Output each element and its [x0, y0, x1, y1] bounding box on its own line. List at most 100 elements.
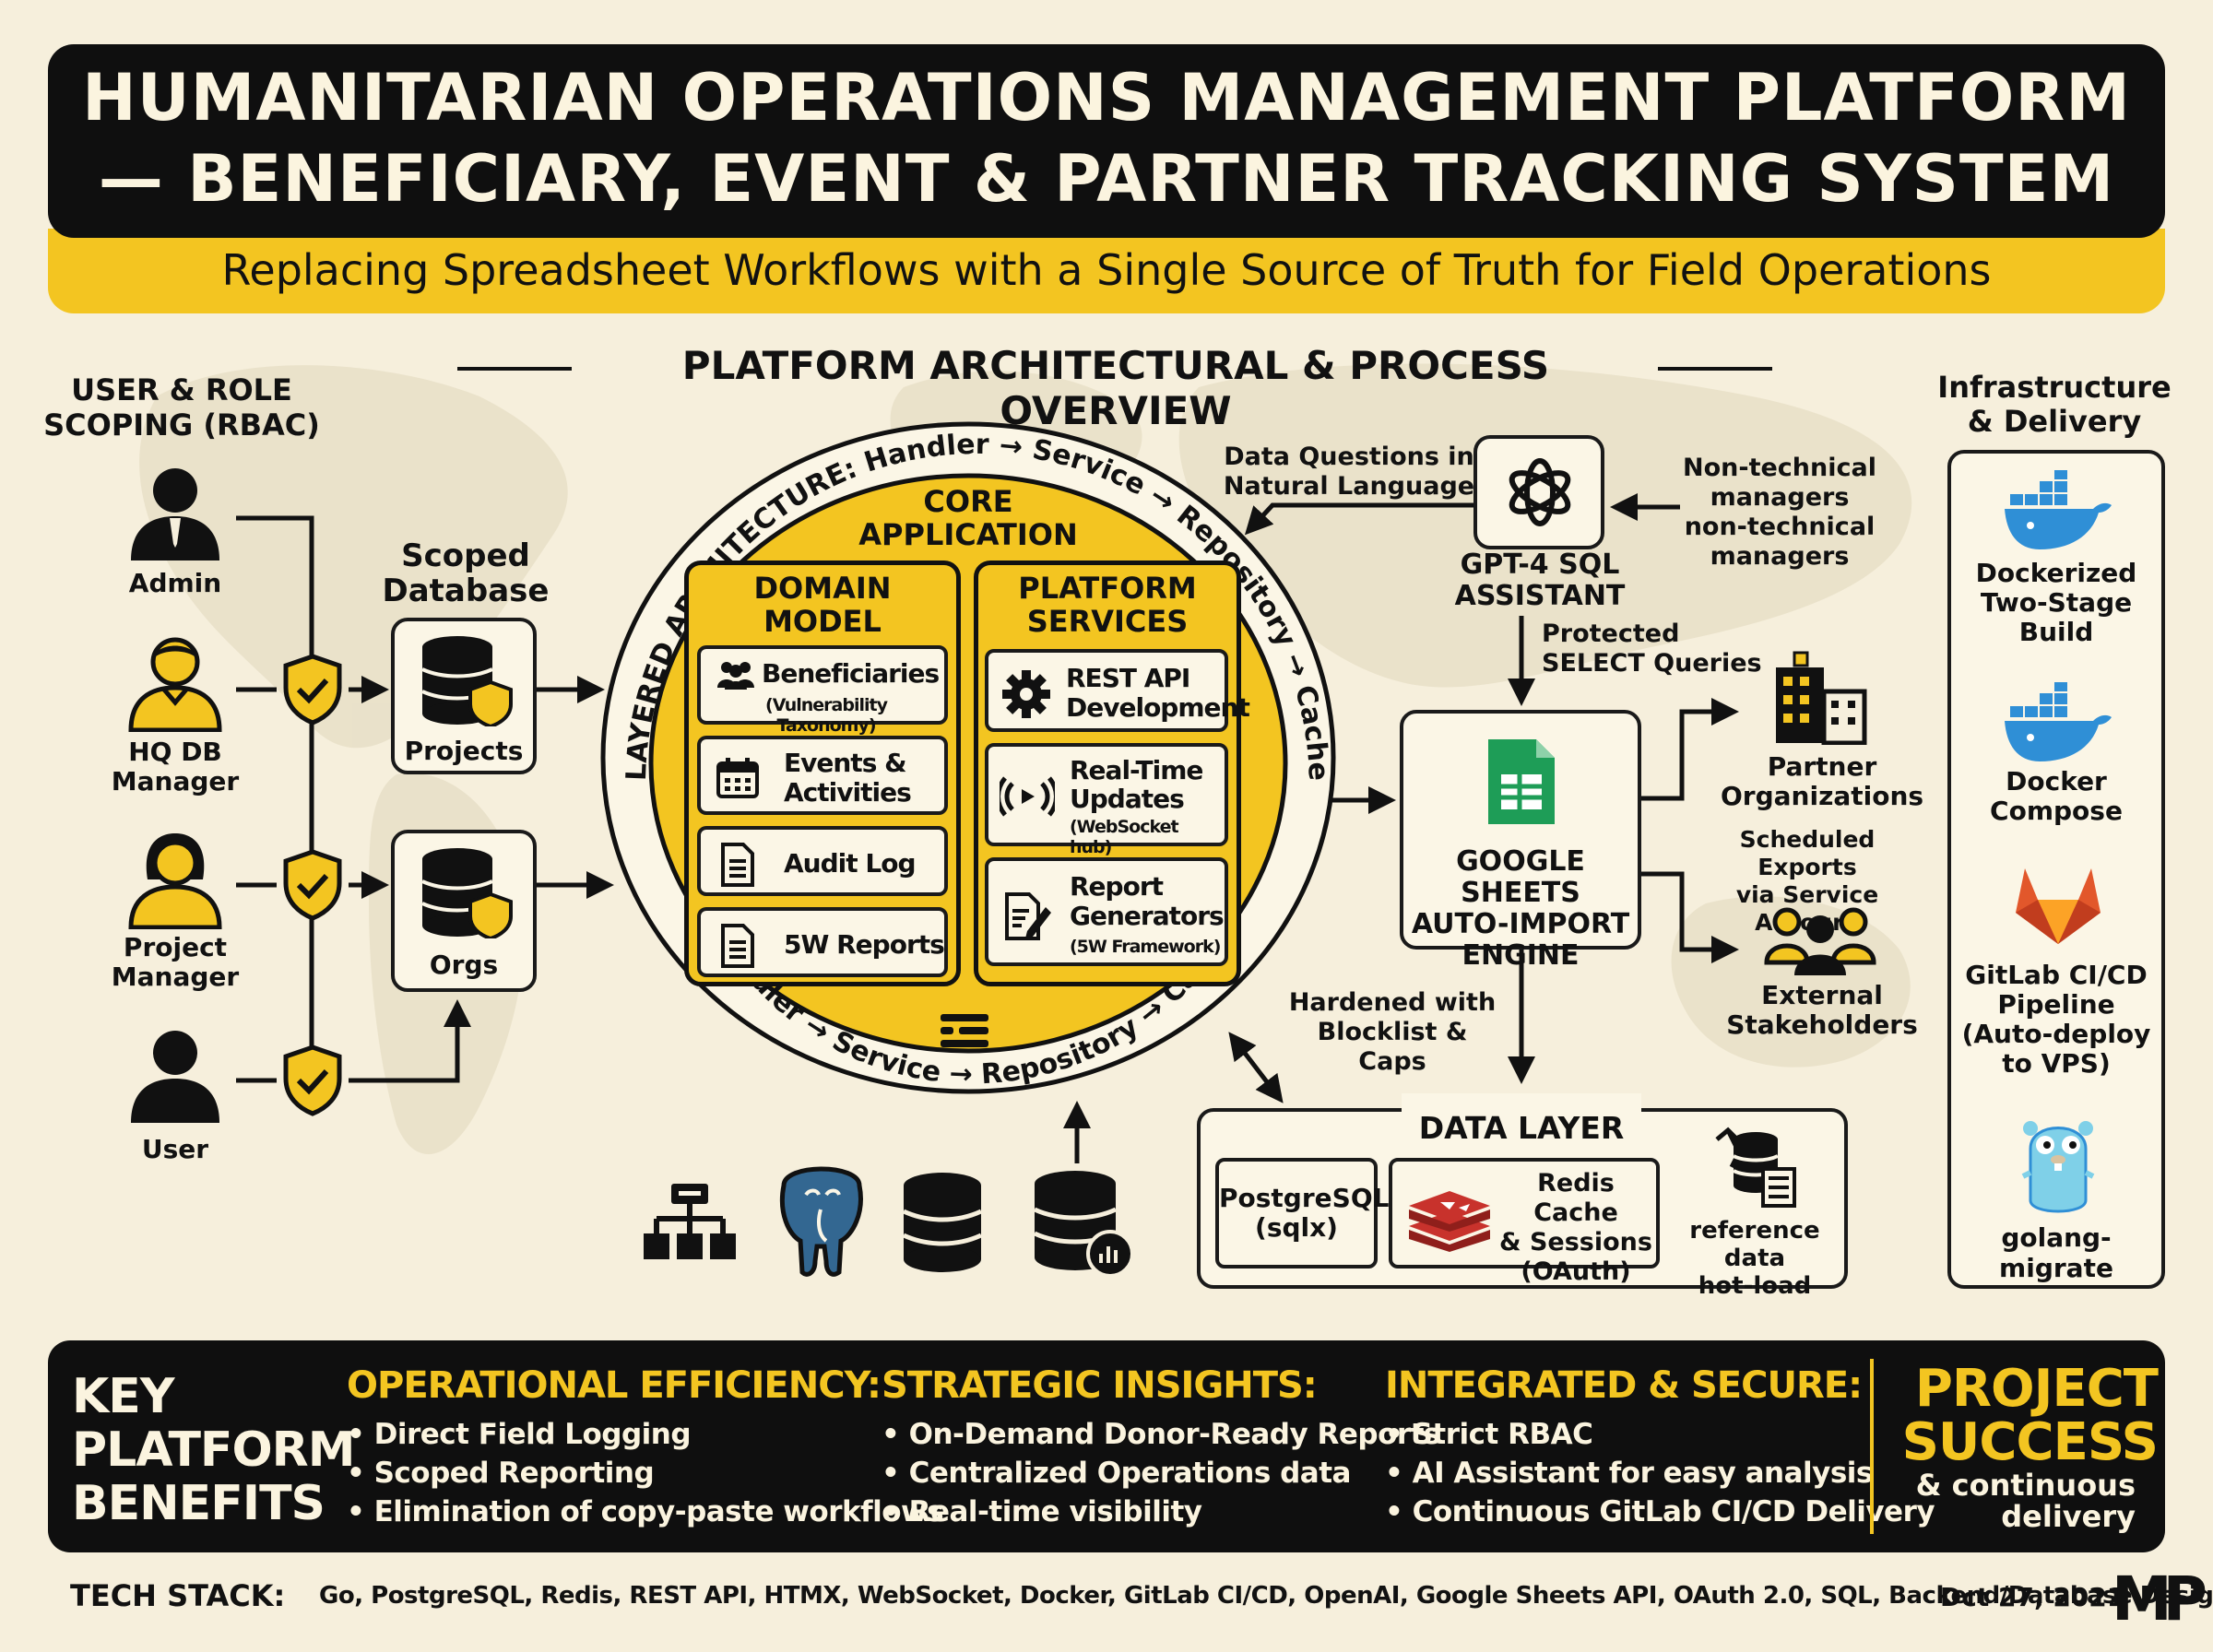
protected-line-1: Protected [1542, 620, 1680, 648]
role-label-admin: Admin [128, 568, 222, 598]
tech-stack-label: TECH STACK: [70, 1578, 286, 1613]
rbac-title-line-1: USER & ROLE [71, 372, 292, 407]
redis-line-3: (OAuth) [1521, 1257, 1631, 1286]
benefit-col-1-item-3: • Elimination of copy-paste workflows [347, 1495, 944, 1528]
ref-line-1: reference data [1689, 1217, 1820, 1272]
redis-card: Redis Cache & Sessions (OAuth) [1389, 1158, 1660, 1286]
rbac-title-line-2: SCOPING (RBAC) [43, 407, 320, 442]
data-questions-label: Data Questions in Natural Language [1215, 442, 1483, 502]
page-title: HUMANITARIAN OPERATIONS MANAGEMENT PLATF… [48, 57, 2165, 219]
domain-item-events-line-1: Events & [784, 748, 907, 778]
infra-gitlab-line-3: (Auto-deploy [1961, 1019, 2151, 1049]
benefits-label: KEY PLATFORM BENEFITS [72, 1369, 355, 1530]
exports-line-1: Scheduled Exports [1739, 826, 1876, 880]
platform-report-sub: (5W Framework) [1070, 937, 1221, 957]
report-icon [721, 924, 754, 968]
google-sheets-engine-card: GOOGLE SHEETS AUTO-IMPORT ENGINE [1400, 710, 1641, 972]
benefit-col-2-head: STRATEGIC INSIGHTS: [882, 1364, 1318, 1407]
platform-item-rest-api: REST API Development [985, 649, 1250, 732]
role-label-hq-manager: HQ DB Manager [92, 738, 258, 796]
gpt-logo-card [1473, 435, 1604, 549]
benefit-col-3-item-3: • Continuous GitLab CI/CD Delivery [1385, 1495, 1935, 1528]
nontech-managers-label: Non-technical managers non-technical man… [1678, 454, 1881, 572]
partner-line-1: Partner [1767, 751, 1877, 782]
benefit-col-1-item-1: • Direct Field Logging [347, 1418, 692, 1451]
rbac-title: USER & ROLE SCOPING (RBAC) [37, 372, 326, 442]
benefit-col-3-item-1: • Strict RBAC [1385, 1418, 1593, 1451]
infra-title: Infrastructure & Delivery [1936, 371, 2172, 439]
benefit-col-2-item-3: • Real-time visibility [882, 1495, 1202, 1528]
postgres-line-2: (sqlx) [1255, 1212, 1338, 1243]
hot-load-database-icon [1715, 1127, 1796, 1208]
postgresql-icon [779, 1166, 863, 1277]
building-icon [1776, 651, 1867, 745]
benefit-col-1-head: OPERATIONAL EFFICIENCY: [347, 1364, 882, 1407]
core-title-line-1: CORE [923, 484, 1013, 519]
title-line-1: HUMANITARIAN OPERATIONS MANAGEMENT PLATF… [82, 60, 2131, 136]
platform-report-line-1: Report [1070, 871, 1164, 902]
infra-title-line-2: & Delivery [1967, 404, 2142, 439]
postgres-label: PostgreSQL (sqlx) [1219, 1184, 1389, 1243]
platform-item-realtime-label: Real-Time Updates [1070, 755, 1203, 814]
sheets-line-3: ENGINE [1462, 939, 1580, 972]
platform-realtime-line-1: Real-Time [1070, 755, 1203, 785]
benefit-col-3-head: INTEGRATED & SECURE: [1385, 1364, 1863, 1407]
orgs-db-label: Orgs [429, 950, 499, 980]
project-success-label: PROJECT SUCCESS [1881, 1359, 2159, 1469]
benefits-divider [1870, 1359, 1874, 1534]
platform-item-realtime: Real-Time Updates (WebSocket hub) [985, 743, 1228, 857]
gpt-label: GPT-4 SQL ASSISTANT [1438, 549, 1641, 612]
benefits-label-line-1: KEY [72, 1369, 174, 1424]
sheets-line-2: AUTO-IMPORT [1411, 908, 1630, 940]
page-subtitle: Replacing Spreadsheet Workflows with a S… [221, 245, 1992, 295]
external-stakeholders-label: External Stakeholders [1721, 981, 1923, 1040]
postgres-card: PostgreSQL (sqlx) [1215, 1158, 1389, 1268]
benefit-col-3-item-2: • AI Assistant for easy analysis [1385, 1457, 1873, 1490]
document-icon [721, 843, 754, 887]
database-analytics-icon [1033, 1171, 1134, 1278]
external-line-2: Stakeholders [1726, 1009, 1918, 1040]
platform-realtime-line-2: Updates [1070, 784, 1185, 814]
infra-item-docker-compose: Docker Compose [1947, 767, 2165, 826]
infra-gitlab-line-4: to VPS) [2002, 1048, 2111, 1079]
docker-compose-icon [2005, 682, 2112, 761]
overview-title: PLATFORM ARCHITECTURAL & PROCESS OVERVIE… [681, 343, 1550, 433]
gopher-icon [2021, 1121, 2095, 1213]
database-shield-icon [421, 636, 513, 726]
database-shield-icon [421, 848, 513, 938]
core-title: CORE APPLICATION [830, 485, 1106, 551]
benefit-col-1-item-2: • Scoped Reporting [347, 1457, 655, 1490]
layers-icon [941, 1014, 988, 1047]
benefit-col-2-item-1: • On-Demand Donor-Ready Reports [882, 1418, 1440, 1451]
success-line-1: PROJECT [1914, 1359, 2159, 1419]
data-layer-title: DATA LAYER [1418, 1110, 1625, 1146]
success-line-3: & continuous [1915, 1468, 2136, 1503]
protected-queries-label: Protected SELECT Queries [1542, 620, 1763, 678]
infra-gitlab-line-2: Pipeline [1997, 989, 2115, 1020]
continuous-delivery-label: & continuous delivery [1881, 1469, 2136, 1532]
redis-icon [1409, 1191, 1490, 1252]
platform-item-rest-label: REST API Development [1066, 663, 1250, 723]
platform-title-line-2: SERVICES [1026, 604, 1189, 639]
database-icon [902, 1173, 983, 1272]
platform-rest-line-1: REST API [1066, 663, 1190, 693]
infra-dockerized-line-1: Dockerized [1975, 558, 2137, 588]
data-layer-title-bg [1402, 1093, 1641, 1134]
infra-item-dockerized: Dockerized Two-Stage Build [1947, 559, 2165, 647]
infra-dockerized-line-2: Two-Stage [1980, 587, 2133, 618]
nontech-line-1: Non-technical [1683, 454, 1876, 482]
scoped-db-title-line-1: Scoped [401, 537, 530, 574]
subtitle-bar [48, 229, 2165, 313]
domain-item-5w-label: 5W Reports [784, 929, 945, 960]
infra-compose-line-2: Compose [1990, 796, 2123, 826]
broadcast-icon [1000, 776, 1055, 817]
gpt-label-line-1: GPT-4 SQL [1460, 549, 1620, 581]
google-sheets-icon [1488, 739, 1555, 824]
infra-title-line-1: Infrastructure [1937, 370, 2172, 405]
shield-check-icon [283, 654, 342, 726]
redis-line-1: Redis Cache [1533, 1169, 1618, 1227]
data-questions-line-2: Natural Language [1223, 472, 1475, 501]
benefit-col-2-item-2: • Centralized Operations data [882, 1457, 1351, 1490]
nontech-line-3: non-technical [1684, 513, 1876, 541]
ref-line-2: hot-load [1698, 1272, 1812, 1300]
